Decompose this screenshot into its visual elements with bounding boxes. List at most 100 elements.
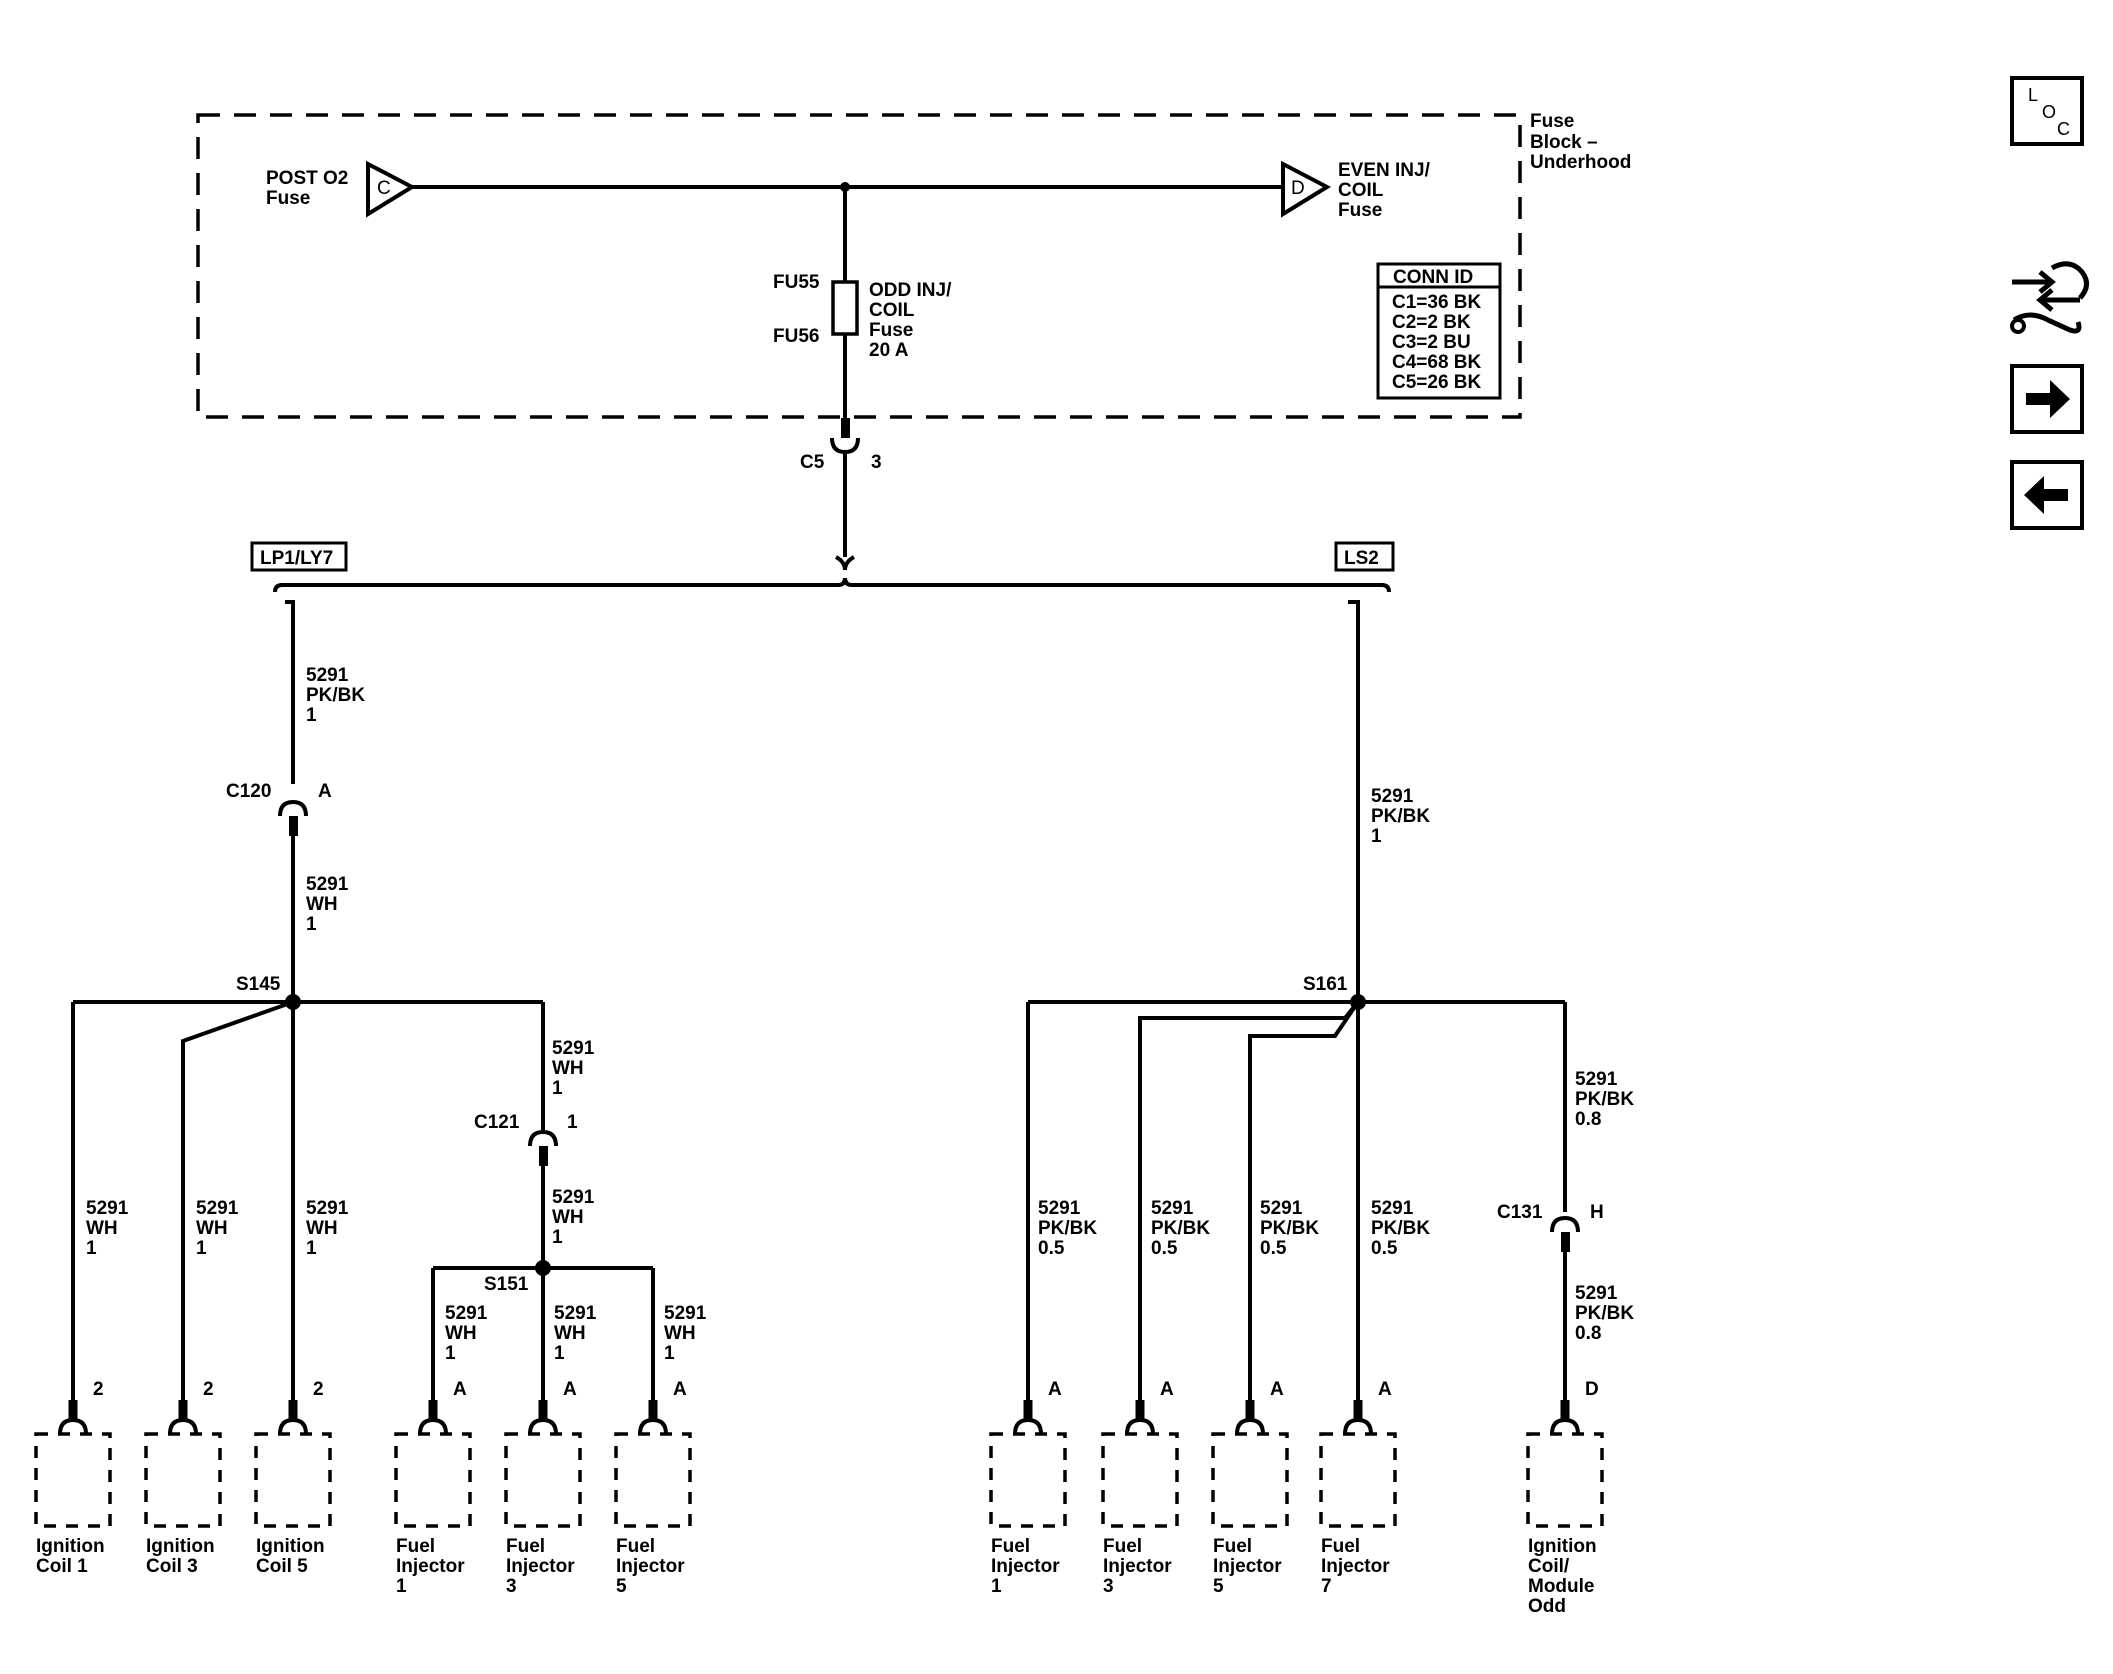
c120-pin: A — [318, 781, 332, 802]
coil3-wire-circuit: 5291 — [196, 1198, 239, 1219]
component-socket-icon — [528, 1417, 558, 1435]
c121-wire-above-size: 1 — [552, 1078, 563, 1099]
previous-page-button[interactable] — [2010, 460, 2084, 530]
left-upper-wire-color: PK/BK — [306, 685, 365, 706]
post-o2-fuse: C POST O2 Fuse — [266, 160, 417, 218]
loc-letter-o: O — [2042, 102, 2056, 122]
component-outline — [1319, 1432, 1397, 1528]
c121-socket-icon — [528, 1129, 558, 1147]
inj1-right-wire-circuit: 5291 — [1038, 1198, 1081, 1219]
odd-fuse-label-line-4: 20 A — [869, 340, 909, 361]
odd-fuse-label-line-3: Fuse — [869, 320, 913, 341]
odd-fuse-label-line-1: ODD INJ/ — [869, 280, 952, 301]
next-page-button[interactable] — [2010, 364, 2084, 434]
component-pin-icon — [178, 1400, 188, 1420]
wire-to-fuel-injector-5-right — [1248, 1000, 1360, 1400]
coil5-wire-size: 1 — [306, 1238, 317, 1259]
inj1-right-wire-size: 0.5 — [1038, 1238, 1065, 1259]
inj7-right-wire-color: PK/BK — [1371, 1218, 1430, 1239]
component-label-line: Injector — [1213, 1556, 1282, 1577]
s151-label: S151 — [484, 1274, 529, 1295]
coil1-wire-circuit: 5291 — [86, 1198, 129, 1219]
c131-wire-below-size: 0.8 — [1575, 1323, 1601, 1344]
left-upper-wire-circuit: 5291 — [306, 665, 349, 686]
left-branch: 5291 PK/BK 1 C120 A 5291 WH 1 S145 5291 … — [71, 600, 707, 1400]
even-inj-letter: D — [1291, 178, 1305, 199]
inj3-right-wire-size: 0.5 — [1151, 1238, 1178, 1259]
inj7-right-wire-size: 0.5 — [1371, 1238, 1398, 1259]
left-lower-wire-size: 1 — [306, 914, 317, 935]
left-upper-wire-size: 1 — [306, 705, 317, 726]
left-upper-wire — [285, 600, 295, 784]
option-split-line — [273, 577, 1391, 593]
even-inj-triangle-icon — [1281, 160, 1332, 218]
inj5-right-wire-color: PK/BK — [1260, 1218, 1319, 1239]
component-outline — [1211, 1432, 1289, 1528]
coil5-wire-color: WH — [306, 1218, 338, 1239]
connector-wrench-head-icon — [2010, 318, 2026, 334]
c5-wire-break — [834, 555, 856, 571]
component-label-line: Fuel — [1103, 1536, 1142, 1557]
component-label-line: Injector — [1321, 1556, 1390, 1577]
component-pin-icon — [1135, 1400, 1145, 1420]
even-inj-label-line-2: COIL — [1338, 180, 1384, 201]
component-label-line: Coil 5 — [256, 1556, 308, 1577]
conn-id-table: CONN ID C1=36 BK C2=2 BK C3=2 BU C4=68 B… — [1376, 262, 1502, 400]
conn-id-header: CONN ID — [1393, 267, 1473, 288]
component-label-line: 5 — [616, 1576, 627, 1597]
connector-wrench-icon — [2012, 312, 2082, 334]
component-label-line: Fuel — [396, 1536, 435, 1557]
c131-wire-above-circuit: 5291 — [1575, 1069, 1618, 1090]
component-pin-icon — [428, 1400, 438, 1420]
component-pin-icon — [648, 1400, 658, 1420]
option-label-left: LP1/LY7 — [260, 548, 333, 569]
component-outline — [989, 1432, 1067, 1528]
c131-socket-icon — [1550, 1215, 1580, 1233]
odd-fuse-bottom-id: FU56 — [773, 326, 819, 347]
c131-wire-below-color: PK/BK — [1575, 1303, 1634, 1324]
loc-letter-l: L — [2028, 85, 2038, 105]
inj1-right-wire-color: PK/BK — [1038, 1218, 1097, 1239]
component-label-line: Injector — [506, 1556, 575, 1577]
component-socket-icon — [638, 1417, 668, 1435]
inj5-left-wire-color: WH — [664, 1323, 696, 1344]
fuse-block-underhood: Fuse Block – Underhood C POST O2 Fuse D … — [196, 111, 1631, 419]
component-pin-icon — [288, 1400, 298, 1420]
post-o2-letter: C — [377, 178, 391, 199]
component-pin-icon — [1245, 1400, 1255, 1420]
component-socket-icon — [1013, 1417, 1043, 1435]
component-label-line: Fuel — [1213, 1536, 1252, 1557]
component-label-line: Coil 3 — [146, 1556, 198, 1577]
component-outline — [394, 1432, 472, 1528]
component-socket-icon — [168, 1417, 198, 1435]
component-label-line: Module — [1528, 1576, 1595, 1597]
component-label-line: 5 — [1213, 1576, 1224, 1597]
component-socket-icon — [1343, 1417, 1373, 1435]
component-outline — [1101, 1432, 1179, 1528]
component-pin-label: 2 — [313, 1379, 324, 1400]
option-box-left — [250, 541, 348, 572]
component-pin-label: A — [1048, 1379, 1062, 1400]
component-outline — [614, 1432, 692, 1528]
component-label-line: Injector — [1103, 1556, 1172, 1577]
even-inj-label-line-3: Fuse — [1338, 200, 1382, 221]
fuse-block-title-line-2: Block – — [1530, 132, 1598, 153]
component-pin-label: 2 — [203, 1379, 214, 1400]
component-pin-label: D — [1585, 1379, 1599, 1400]
c121-wire-above-color: WH — [552, 1058, 584, 1079]
component-pin-icon — [538, 1400, 548, 1420]
conn-id-row-3: C3=2 BU — [1392, 332, 1471, 353]
c120-name: C120 — [226, 781, 271, 802]
connector-view-icon[interactable] — [2010, 261, 2089, 334]
inj3-left-wire-size: 1 — [554, 1343, 565, 1364]
connector-arrow-right-icon — [2012, 270, 2056, 294]
c121-wire-above-circuit: 5291 — [552, 1038, 595, 1059]
loc-button[interactable]: L O C — [2010, 76, 2084, 146]
c131-pin: H — [1590, 1202, 1604, 1223]
c131-name: C131 — [1497, 1202, 1543, 1223]
s161-label: S161 — [1303, 974, 1348, 995]
